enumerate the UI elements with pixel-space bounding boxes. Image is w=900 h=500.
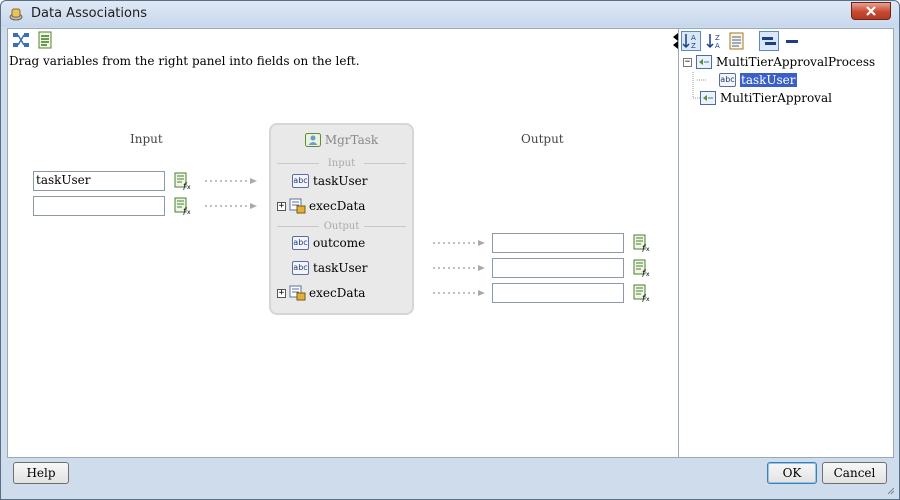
mapping-arrow [433, 240, 485, 246]
task-input-section: Input [277, 158, 406, 169]
task-input-taskuser[interactable]: abc taskUser [292, 174, 368, 188]
svg-text:Z: Z [715, 34, 720, 42]
variables-panel: A Z Z A [673, 29, 893, 457]
human-task-icon [304, 133, 321, 147]
process-icon [700, 91, 716, 105]
task-output-execdata[interactable]: + execData [277, 285, 366, 301]
sort-ascending-icon[interactable]: A Z [681, 31, 701, 51]
string-type-icon: abc [292, 261, 309, 275]
input-field-execdata[interactable] [33, 196, 165, 216]
process-icon [696, 55, 712, 69]
task-output-taskuser[interactable]: abc taskUser [292, 261, 368, 275]
string-type-icon: abc [719, 73, 736, 87]
output-field-execdata[interactable] [492, 283, 624, 303]
svg-text:f: f [182, 182, 188, 190]
collapse-arrows-icon[interactable] [673, 33, 679, 49]
list-view-icon[interactable] [727, 31, 747, 51]
resize-grip-icon[interactable] [885, 485, 895, 495]
title-bar: Data Associations [1, 1, 899, 27]
expression-list-icon[interactable] [36, 31, 54, 49]
output-field-outcome[interactable] [492, 233, 624, 253]
sort-descending-icon[interactable]: Z A [705, 31, 725, 51]
mapping-arrow [433, 265, 485, 271]
svg-text:x: x [646, 271, 650, 277]
string-type-icon: abc [292, 236, 309, 250]
close-button[interactable] [851, 2, 891, 20]
svg-text:x: x [187, 184, 191, 190]
ok-button[interactable]: OK [767, 462, 817, 484]
tree-item-multitierapproval[interactable]: MultiTierApproval [700, 89, 832, 107]
panel-splitter[interactable] [678, 29, 679, 457]
complex-type-icon [289, 198, 306, 214]
svg-text:A: A [691, 34, 696, 42]
input-field-taskuser[interactable]: taskUser [33, 171, 165, 191]
auto-map-icon[interactable] [12, 31, 30, 49]
content-area: Drag variables from the right panel into… [7, 28, 894, 458]
task-node-mgrtask: MgrTask Input abc taskUser + execData [269, 123, 414, 315]
help-button[interactable]: Help [13, 462, 69, 484]
expression-builder-icon[interactable]: f x [174, 197, 192, 215]
svg-text:Z: Z [691, 42, 696, 50]
input-column-header: Input [130, 132, 163, 146]
mapping-arrow [205, 178, 257, 184]
expression-builder-icon[interactable]: f x [633, 259, 651, 277]
expression-builder-icon[interactable]: f x [633, 284, 651, 302]
task-name: MgrTask [324, 133, 379, 147]
output-field-taskuser[interactable] [492, 258, 624, 278]
show-types-icon[interactable] [759, 31, 779, 51]
svg-text:f: f [641, 294, 647, 302]
app-icon [9, 8, 23, 21]
mapping-arrow [433, 290, 485, 296]
svg-text:f: f [641, 269, 647, 277]
tree-item-multitierapprovalprocess[interactable]: − MultiTierApprovalProcess [683, 55, 876, 69]
svg-text:x: x [187, 209, 191, 215]
complex-type-icon [289, 285, 306, 301]
variables-toolbar: A Z Z A [673, 29, 893, 53]
svg-text:x: x [646, 296, 650, 302]
mapping-panel: Drag variables from the right panel into… [8, 29, 678, 457]
expand-icon[interactable]: + [277, 287, 286, 298]
cancel-button[interactable]: Cancel [822, 462, 887, 484]
svg-text:f: f [641, 244, 647, 252]
collapse-icon[interactable]: − [683, 56, 692, 67]
tree-lines [692, 72, 706, 99]
mapping-arrow [205, 203, 257, 209]
expression-builder-icon[interactable]: f x [633, 234, 651, 252]
expand-icon[interactable]: + [277, 200, 286, 211]
svg-text:x: x [646, 246, 650, 252]
output-column-header: Output [521, 132, 564, 146]
mapping-toolbar [8, 29, 678, 53]
task-output-section: Output [277, 221, 406, 232]
tree-item-taskuser[interactable]: abc taskUser [719, 71, 797, 89]
window-title: Data Associations [31, 6, 147, 21]
instruction-text: Drag variables from the right panel into… [9, 54, 360, 68]
collapse-all-icon[interactable] [782, 31, 802, 51]
selected-variable: taskUser [740, 73, 797, 87]
string-type-icon: abc [292, 174, 309, 188]
svg-text:f: f [182, 207, 188, 215]
svg-text:A: A [715, 42, 720, 50]
close-icon [866, 6, 876, 16]
task-input-execdata[interactable]: + execData [277, 198, 366, 214]
task-output-outcome[interactable]: abc outcome [292, 236, 366, 250]
expression-builder-icon[interactable]: f x [174, 172, 192, 190]
